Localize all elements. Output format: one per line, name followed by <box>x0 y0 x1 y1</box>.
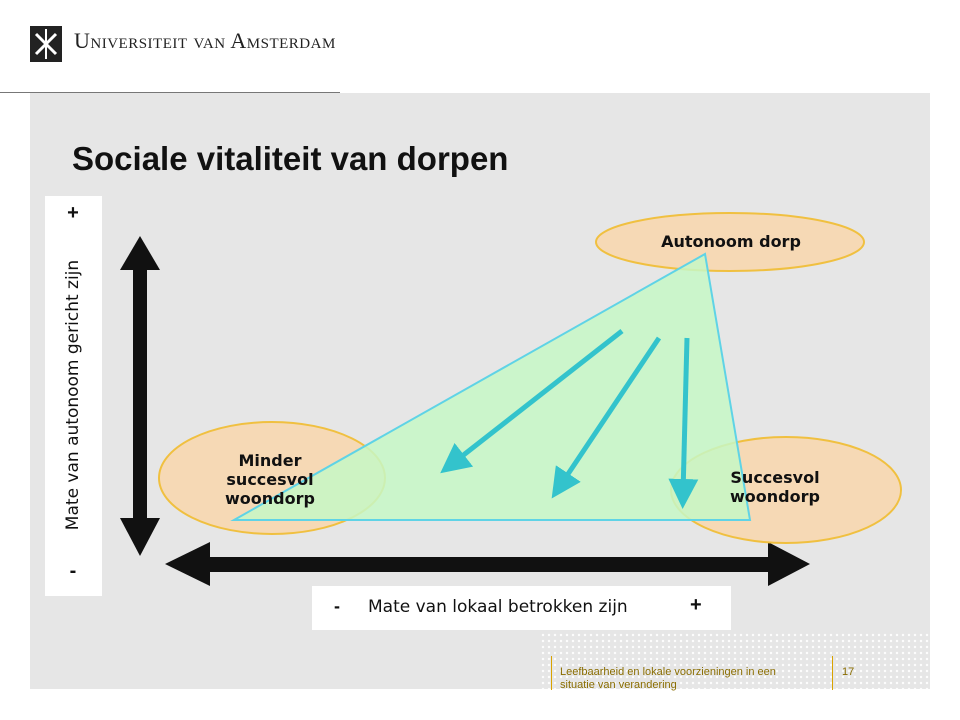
node-label-minder: Minder succesvol woondorp <box>225 451 315 508</box>
page-number: 17 <box>842 666 855 678</box>
x-axis-arrow <box>165 542 810 586</box>
footer-divider-right <box>832 656 833 690</box>
x-axis-plus: + <box>690 594 702 616</box>
footer-divider-left <box>551 656 552 690</box>
node-label-succesvol: Succesvol woondorp <box>730 468 820 506</box>
arrow-to-succesvol <box>668 337 699 509</box>
arrow-to-minder <box>440 329 624 474</box>
dotted-pattern <box>540 632 930 689</box>
arrow-to-middle <box>551 336 662 499</box>
footer-text: Leefbaarheid en lokale voorzieningen in … <box>560 666 776 691</box>
x-axis-minus: - <box>334 596 340 616</box>
y-axis-minus: - <box>69 560 77 582</box>
y-axis-arrow <box>120 236 160 556</box>
triangle-area <box>230 252 752 521</box>
header-divider <box>0 92 340 93</box>
node-label-autonoom: Autonoom dorp <box>661 232 801 251</box>
x-axis-label-box <box>312 586 731 630</box>
y-axis-label: Mate van autonoom gericht zijn <box>63 259 83 531</box>
uva-shield-icon <box>30 26 62 62</box>
node-ellipse-autonoom <box>595 212 865 272</box>
slide-title: Sociale vitaliteit van dorpen <box>72 140 509 177</box>
y-axis-plus: + <box>67 202 79 224</box>
university-name: Universiteit van Amsterdam <box>74 28 336 53</box>
y-axis-label-box <box>45 196 102 596</box>
x-axis-label: Mate van lokaal betrokken zijn <box>368 597 628 617</box>
